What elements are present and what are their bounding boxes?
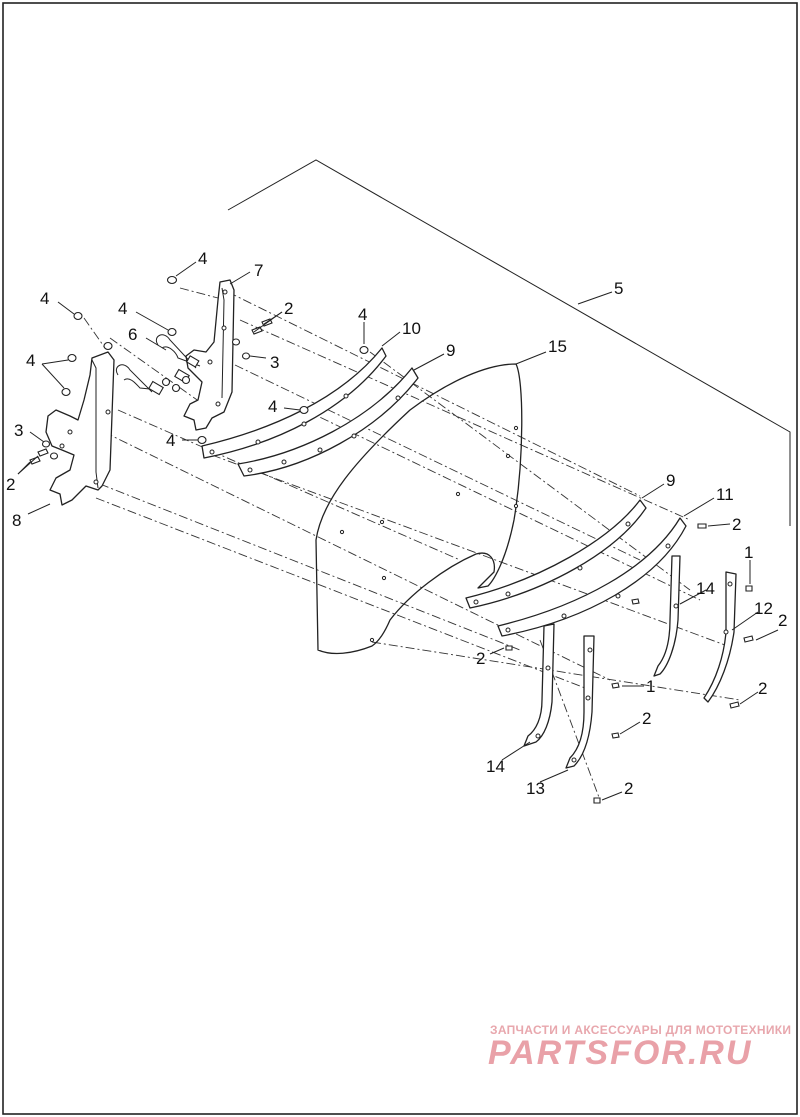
callout-6: 6 xyxy=(128,325,137,344)
support-strap-part-12 xyxy=(703,571,737,703)
callout-4: 4 xyxy=(166,431,175,450)
callout-4: 4 xyxy=(198,249,207,268)
callout-15: 15 xyxy=(548,337,567,356)
callout-14: 14 xyxy=(696,579,715,598)
callout-4: 4 xyxy=(268,397,277,416)
trim-strip-part-10 xyxy=(201,347,387,459)
callout-11: 11 xyxy=(716,485,734,504)
trim-strip-part-9-lower xyxy=(465,499,647,609)
callout-3: 3 xyxy=(14,421,23,440)
callout-1: 1 xyxy=(744,543,753,562)
callout-2: 2 xyxy=(284,299,293,318)
callout-4: 4 xyxy=(358,305,367,324)
callout-4: 4 xyxy=(26,351,35,370)
callout-2: 2 xyxy=(758,679,767,698)
windshield-part-15 xyxy=(315,363,523,655)
clamp-clips-part-6 xyxy=(116,334,201,396)
support-strap-part-13 xyxy=(565,635,595,769)
callout-labels: 4 7 4 4 2 6 3 4 4 10 9 15 5 4 4 3 2 8 9 … xyxy=(6,249,787,798)
callout-7: 7 xyxy=(254,261,263,280)
callout-9: 9 xyxy=(446,341,455,360)
right-bracket-part-7 xyxy=(183,279,235,431)
callout-10: 10 xyxy=(402,319,421,338)
callout-9: 9 xyxy=(666,471,675,490)
callout-12: 12 xyxy=(754,599,773,618)
callout-13: 13 xyxy=(526,779,545,798)
callout-8: 8 xyxy=(12,511,21,530)
callout-3: 3 xyxy=(270,353,279,372)
trim-strip-part-9-upper xyxy=(237,367,419,477)
watermark-brand: PARTSFOR.RU xyxy=(488,1034,752,1072)
callout-2: 2 xyxy=(642,709,651,728)
callout-1: 1 xyxy=(646,677,655,696)
callout-2: 2 xyxy=(624,779,633,798)
callout-2: 2 xyxy=(476,649,485,668)
callout-5: 5 xyxy=(614,279,623,298)
callout-4: 4 xyxy=(40,289,49,308)
callout-2: 2 xyxy=(732,515,741,534)
support-strap-part-14-right xyxy=(653,555,681,677)
watermark: ЗАПЧАСТИ И АКСЕССУАРЫ ДЛЯ МОТОТЕХНИКИ PA… xyxy=(488,1023,791,1072)
callout-2: 2 xyxy=(6,475,15,494)
assembly-bracket xyxy=(227,159,791,526)
callout-2: 2 xyxy=(778,611,787,630)
callout-leaders xyxy=(17,261,779,801)
support-strap-part-14-left xyxy=(523,623,555,747)
watermark-tagline: ЗАПЧАСТИ И АКСЕССУАРЫ ДЛЯ МОТОТЕХНИКИ xyxy=(490,1023,791,1037)
callout-14: 14 xyxy=(486,757,505,776)
callout-4: 4 xyxy=(118,299,127,318)
left-bracket-part-8 xyxy=(45,351,115,506)
trim-strip-part-11 xyxy=(497,517,687,637)
